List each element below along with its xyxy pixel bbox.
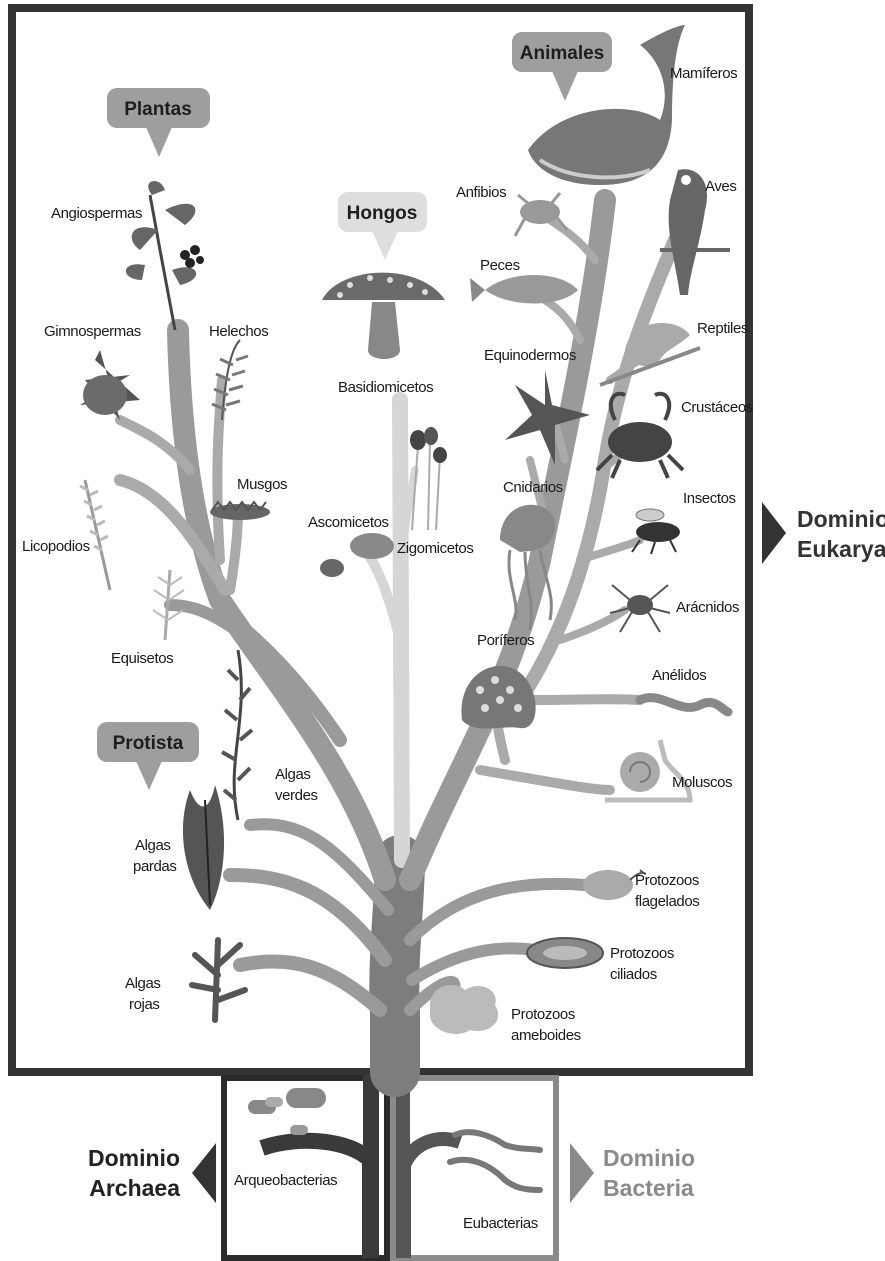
label-arqueobacterias: Arqueobacterias: [234, 1172, 337, 1189]
label-algas-verdes-1: Algas: [275, 766, 311, 783]
domain-bacteria-line1: Dominio: [603, 1145, 695, 1171]
domain-eukarya-line1: Dominio: [797, 506, 885, 532]
label-basidiomicetos: Basidiomicetos: [338, 379, 433, 396]
label-ascomicetos: Ascomicetos: [308, 514, 389, 531]
label-protozoos-ameboides-2: ameboides: [511, 1027, 581, 1044]
label-equinodermos: Equinodermos: [484, 347, 576, 364]
arrow-left-icon: [192, 1143, 216, 1203]
protozoos-ciliados-illustration: [527, 938, 603, 968]
archaea-trunk: [363, 1075, 379, 1258]
arrow-right-icon: [570, 1143, 594, 1203]
tag-animales-label: Animales: [520, 43, 604, 64]
label-moluscos: Moluscos: [672, 774, 732, 791]
domain-bacteria: Dominio Bacteria: [570, 1143, 695, 1203]
label-protozoos-flagelados-1: Protozoos: [635, 872, 699, 889]
label-aves: Aves: [705, 178, 736, 195]
label-cnidarios: Cnidarios: [503, 479, 563, 496]
tag-plantas-label: Plantas: [124, 99, 192, 120]
label-algas-pardas-2: pardas: [133, 858, 176, 875]
label-eubacterias: Eubacterias: [463, 1215, 538, 1232]
label-gimnospermas: Gimnospermas: [44, 323, 141, 340]
label-zigomicetos: Zigomicetos: [397, 540, 473, 557]
label-crustaceos: Crustáceos: [681, 399, 753, 416]
label-musgos: Musgos: [237, 476, 287, 493]
domain-archaea-line2: Archaea: [89, 1175, 180, 1201]
domain-eukarya-line2: Eukarya: [797, 536, 885, 562]
branch-anelidos: [530, 699, 640, 700]
domain-eukarya: Dominio Eukarya: [762, 502, 885, 564]
label-anelidos: Anélidos: [652, 667, 706, 684]
main-trunk: [394, 860, 400, 1072]
bacteria-trunk: [396, 1075, 410, 1258]
label-peces: Peces: [480, 257, 520, 274]
label-algas-rojas-2: rojas: [129, 996, 160, 1013]
domain-archaea: Dominio Archaea: [88, 1143, 216, 1203]
label-algas-verdes-2: verdes: [275, 787, 318, 804]
label-equisetos: Equisetos: [111, 650, 173, 667]
tag-hongos-label: Hongos: [347, 203, 418, 224]
tag-protista-label: Protista: [113, 733, 184, 754]
label-protozoos-ameboides-1: Protozoos: [511, 1006, 575, 1023]
label-protozoos-ciliados-1: Protozoos: [610, 945, 674, 962]
label-algas-pardas-1: Algas: [135, 837, 171, 854]
label-insectos: Insectos: [683, 490, 736, 507]
label-poriferos: Poríferos: [477, 632, 534, 649]
arrow-right-icon: [762, 502, 786, 564]
label-protozoos-flagelados-2: flagelados: [635, 893, 699, 910]
label-mamiferos: Mamíferos: [670, 65, 737, 82]
label-reptiles: Reptiles: [697, 320, 748, 337]
domain-archaea-line1: Dominio: [88, 1145, 180, 1171]
label-anfibios: Anfibios: [456, 184, 506, 201]
label-protozoos-ciliados-2: ciliados: [610, 966, 657, 983]
domain-bacteria-line2: Bacteria: [603, 1175, 694, 1201]
label-helechos: Helechos: [209, 323, 268, 340]
label-algas-rojas-1: Algas: [125, 975, 161, 992]
label-angiospermas: Angiospermas: [51, 205, 142, 222]
label-aracnidos: Arácnidos: [676, 599, 739, 616]
label-licopodios: Licopodios: [22, 538, 90, 555]
protozoos-ameboides-illustration: [430, 985, 498, 1034]
